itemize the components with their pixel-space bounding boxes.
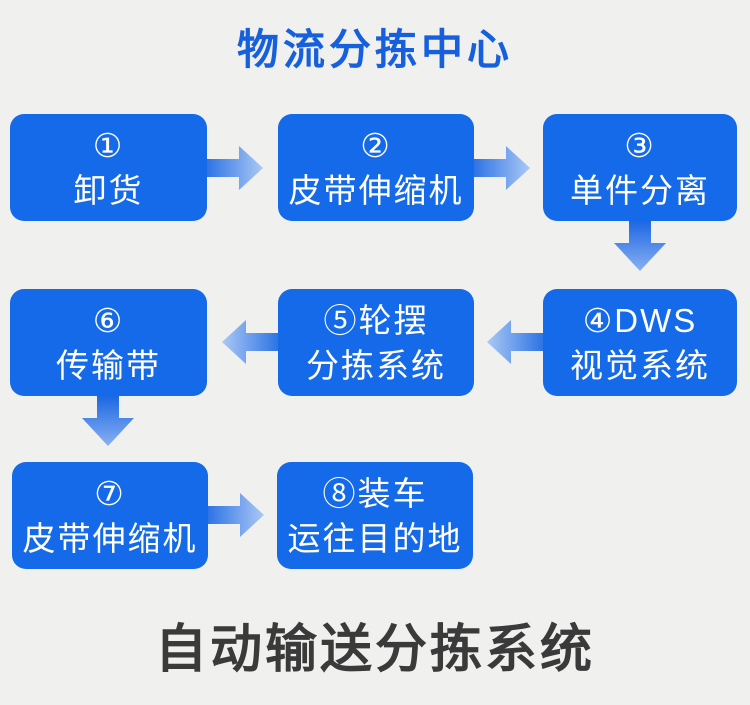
step-box-7: ⑦ 皮带伸缩机 <box>12 462 208 569</box>
connector-arrow-5-6 <box>222 320 278 364</box>
step-6-label: 传输带 <box>56 346 161 384</box>
step-2-number: ② <box>360 126 392 164</box>
step-6-number: ⑥ <box>92 301 125 339</box>
connector-arrow-4-5 <box>487 320 543 364</box>
step-box-3: ③ 单件分离 <box>543 114 737 221</box>
step-8-label: 运往目的地 <box>287 519 463 557</box>
connector-arrow-7-8 <box>208 493 264 537</box>
step-5-number: ⑤轮摆 <box>323 301 429 339</box>
step-8-number: ⑧装车 <box>322 474 428 512</box>
step-3-number: ③ <box>624 126 656 164</box>
step-box-2: ② 皮带伸缩机 <box>278 114 474 221</box>
step-3-label: 单件分离 <box>570 171 710 209</box>
step-1-label: 卸货 <box>73 171 144 209</box>
step-box-8: ⑧装车 运往目的地 <box>277 462 473 569</box>
page-title: 物流分拣中心 <box>236 26 513 73</box>
step-2-label: 皮带伸缩机 <box>288 171 464 209</box>
footer-title: 自动输送分拣系统 <box>154 621 595 679</box>
step-1-number: ① <box>92 126 125 164</box>
step-4-label: 视觉系统 <box>570 346 710 384</box>
step-box-6: ⑥ 传输带 <box>10 289 207 396</box>
connector-arrow-2-3 <box>474 146 530 190</box>
connector-arrow-3-4 <box>614 221 666 271</box>
step-5-label: 分拣系统 <box>306 346 446 384</box>
step-7-number: ⑦ <box>94 474 126 512</box>
step-4-number: ④DWS <box>582 301 698 339</box>
step-box-1: ① 卸货 <box>10 114 207 221</box>
connector-arrow-1-2 <box>207 146 263 190</box>
connector-arrow-6-7 <box>82 396 134 446</box>
step-box-5: ⑤轮摆 分拣系统 <box>278 289 474 396</box>
step-box-4: ④DWS 视觉系统 <box>543 289 737 396</box>
step-7-label: 皮带伸缩机 <box>22 519 198 557</box>
